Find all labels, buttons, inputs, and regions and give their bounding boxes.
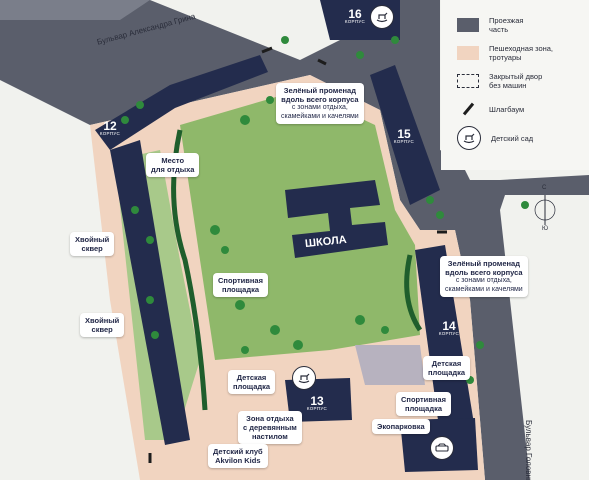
rocking-horse-icon [298, 373, 310, 384]
barrier-icon [457, 102, 479, 116]
callout-playground-east: Детская площадка [423, 356, 471, 380]
legend-swatch-road [457, 18, 479, 32]
callout-rest-place: Место для отдыха [146, 153, 200, 177]
legend-swatch-closed-yard [457, 74, 479, 88]
sports-ground [355, 345, 425, 385]
compass-north-label: С [542, 185, 547, 191]
building-12-west [110, 140, 190, 445]
legend: Проезжая часть Пешеходная зона, тротуары… [441, 0, 589, 170]
east-promenade [404, 254, 423, 332]
barriers [148, 46, 447, 463]
legend-item-pedestrian: Пешеходная зона, тротуары [457, 44, 553, 62]
legend-item-barrier: Шлагбаум [457, 102, 524, 116]
callout-conifer-2: Хвойный сквер [80, 313, 125, 337]
building-15 [370, 65, 440, 205]
street-east-label: Бульвар Головнина [524, 420, 533, 480]
school-building [285, 180, 388, 258]
legend-swatch-pedestrian [457, 46, 479, 60]
callout-playground-south: Детская площадка [228, 370, 276, 394]
legend-item-road: Проезжая часть [457, 16, 523, 34]
rocking-horse-icon [457, 126, 481, 150]
legend-item-closed-yard: Закрытый двор без машин [457, 72, 542, 90]
callout-kids-club: Детский клуб Akvilon Kids [208, 444, 268, 468]
car-icon [435, 443, 449, 452]
callout-sports-west: Спортивная площадка [213, 273, 268, 297]
legend-item-kindergarten: Детский сад [457, 126, 533, 150]
callout-sports-south: Спортивная площадка [396, 392, 451, 416]
compass [534, 195, 556, 225]
top-road [0, 0, 150, 20]
rocking-horse-icon [376, 12, 388, 23]
kindergarten-13-icon [292, 366, 316, 390]
parking-icon [430, 436, 454, 460]
trees [121, 36, 529, 459]
compass-south-label: Ю [542, 226, 549, 232]
callout-rest-wood: Зона отдыха с деревянным настилом [238, 411, 302, 444]
building-14 [415, 245, 475, 435]
callout-eco-parking: Экопарковка [372, 419, 430, 434]
callout-conifer-1: Хвойный сквер [70, 232, 115, 256]
kindergarten-16-icon [370, 5, 394, 29]
building-12-north [95, 55, 268, 150]
